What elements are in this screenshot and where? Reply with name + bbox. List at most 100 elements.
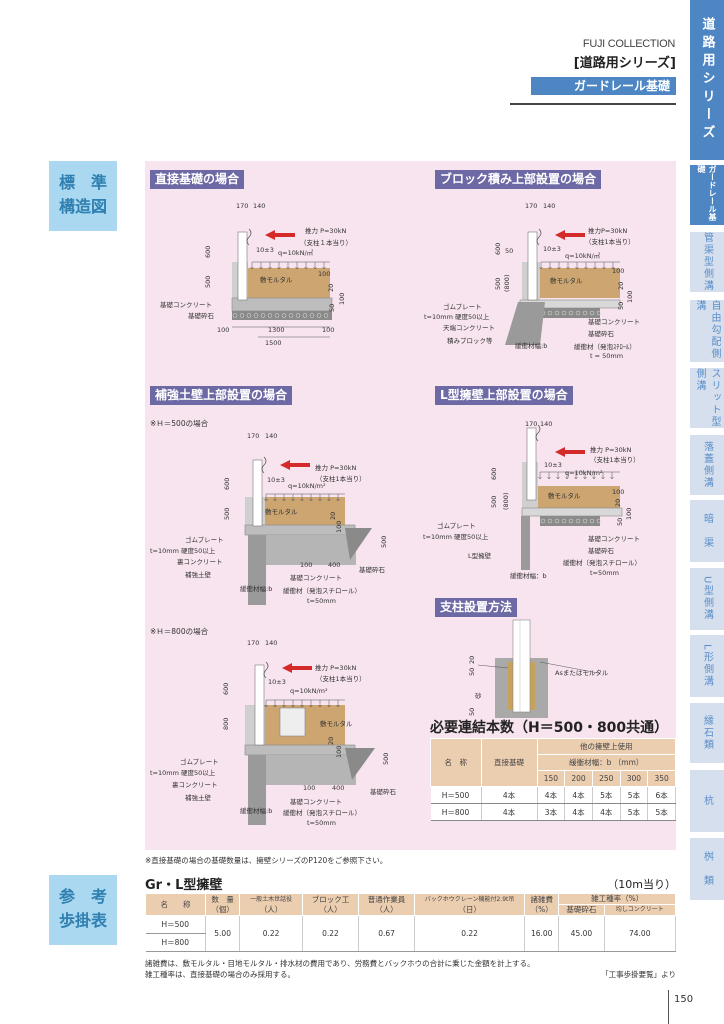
diagram-label: 50 xyxy=(468,668,476,676)
sidebar-tab[interactable]: U型側溝 xyxy=(690,568,724,630)
page-number: 150 xyxy=(674,994,694,1005)
diagram-label: （支柱1本当り） xyxy=(316,474,366,483)
gravel-stone xyxy=(589,310,595,316)
diagram-label: 500 xyxy=(494,278,502,290)
diagram-label: 敷モルタル xyxy=(548,491,581,500)
labor-unit: （10m当り） xyxy=(607,878,676,891)
diagram-label: 10±3 xyxy=(256,246,274,254)
sidebar-tab[interactable]: ガードレール基礎 xyxy=(690,165,724,225)
gravel-stone xyxy=(316,313,322,318)
diagram-label: L型擁壁 xyxy=(468,551,492,560)
diagram-label: t=50mm xyxy=(307,597,336,605)
diagram-label: 推力P=30kN xyxy=(588,226,627,235)
col-qty: 数 量 xyxy=(211,894,234,904)
sidebar-tab[interactable]: 杭 xyxy=(690,770,724,832)
sidebar-tab[interactable]: 自由勾配側溝 xyxy=(690,300,724,362)
leader-line xyxy=(539,661,599,674)
back-concrete xyxy=(266,535,356,565)
note-h800: ※Ｈ＝800の場合 xyxy=(150,627,209,636)
diagram-label: 100 xyxy=(335,746,343,758)
block-wall xyxy=(505,302,545,345)
diagram-label: 600 xyxy=(490,468,498,480)
col-crane: バックホウクレーン機能付2.9t吊 xyxy=(424,896,515,903)
diagram-label: 100 xyxy=(322,326,334,334)
guardrail-post xyxy=(254,664,265,746)
diagram-label: 10±3 xyxy=(267,476,285,484)
row-name: H＝800 xyxy=(145,933,206,952)
gravel-stone xyxy=(260,313,266,318)
diagram-label: 補強土壁 xyxy=(185,793,212,802)
section-block: ブロック積み上部設置の場合 xyxy=(435,170,602,189)
diagram-label: 緩衝材（発泡ｽﾁﾛｰﾙ） xyxy=(574,342,636,351)
gravel-stone xyxy=(568,518,574,524)
cell: 4本 xyxy=(481,803,538,821)
diagram-label: 基礎コンクリート xyxy=(290,797,342,806)
diagram-label: 推力 P=30kN xyxy=(315,463,356,472)
col-unit: （%） xyxy=(530,904,553,914)
load-arrow-icon xyxy=(264,700,268,708)
col-unit: （人） xyxy=(259,905,283,914)
diagram-label: 緩衝材（発泡スチロール） xyxy=(283,586,361,595)
col-name: 名 称 xyxy=(145,893,206,916)
diagram-label: 170 xyxy=(247,639,259,647)
sidebar-tab[interactable]: スリット型側溝 xyxy=(690,368,724,428)
diagram-label: 100 xyxy=(626,291,634,303)
sidebar-tab[interactable]: 管渠型側溝 xyxy=(690,232,724,292)
labor-note-1: 諸雑費は、敷モルタル・目地モルタル・排水材の費用であり、労務費とバックホウの合計… xyxy=(145,959,535,968)
diagram-label: 基礎コンクリート xyxy=(160,300,212,309)
diagram-label: t=10mm 硬度50以上 xyxy=(424,312,490,321)
section-lwall: L型擁壁上部設置の場合 xyxy=(435,386,573,405)
base-gravel xyxy=(345,748,375,780)
diagram-label: 100 xyxy=(612,488,624,496)
diagram-label: q=10kN/m² xyxy=(565,469,603,477)
gravel-stone xyxy=(253,313,259,318)
load-arrow-icon xyxy=(273,494,277,502)
cell: 0.22 xyxy=(302,915,360,952)
sidebar-tab[interactable]: 縁石類 xyxy=(690,703,724,763)
sidebar-tab[interactable]: 暗 渠 xyxy=(690,500,724,562)
gravel-stone xyxy=(295,313,301,318)
sidebar-tab[interactable]: 桝 類 xyxy=(690,838,724,900)
base-gravel xyxy=(540,308,600,318)
diagram-label: 20 xyxy=(327,284,335,292)
reference-labor-label: 参 考 歩掛表 xyxy=(49,875,117,945)
sidebar-tab[interactable]: L形側溝 xyxy=(690,635,724,697)
diagram-label: 170 xyxy=(525,420,537,428)
cell: 4本 xyxy=(564,803,593,821)
cell: 3本 xyxy=(537,803,566,821)
diagram-label: 500 xyxy=(382,753,390,765)
diagram-label: 敷モルタル xyxy=(260,275,293,284)
gravel-stone xyxy=(281,313,287,318)
sidebar-tab[interactable]: 道路用シリーズ xyxy=(690,0,724,160)
sidebar-tab[interactable]: 落蓋側溝 xyxy=(690,435,724,495)
col-gravel: 基礎砕石 xyxy=(558,904,605,916)
load-arrow-icon xyxy=(259,262,263,270)
load-arrow-icon xyxy=(538,472,542,480)
diagram-label: 140 xyxy=(540,420,552,428)
guardrail-post xyxy=(252,459,263,527)
diagram-label: 500 xyxy=(204,276,212,288)
diagram-label: 基礎砕石 xyxy=(188,311,215,320)
gravel-stone xyxy=(561,310,567,316)
diagram-label: 基礎コンクリート xyxy=(588,534,640,543)
diagram-label: 500 xyxy=(380,536,388,548)
brand-name: FUJI COLLECTION xyxy=(582,38,675,50)
diagram-label: 100 xyxy=(625,508,633,520)
cell: 5本 xyxy=(620,786,649,804)
gravel-stone xyxy=(554,310,560,316)
diagram-label: 100 xyxy=(217,326,229,334)
diagram-label: 基礎砕石 xyxy=(588,329,615,338)
cell: 5本 xyxy=(647,803,676,821)
load-arrow-icon xyxy=(557,262,561,270)
cell: 0.22 xyxy=(239,915,303,952)
guardrail-post xyxy=(237,231,248,301)
load-arrow-icon xyxy=(291,700,295,708)
col-width: 緩衝材幅：b （mm） xyxy=(536,754,677,771)
force-arrow-icon xyxy=(555,447,585,457)
diagram-label: 600 xyxy=(222,683,230,695)
cell: 0.67 xyxy=(358,915,416,952)
diagram-label: （支柱1本当り） xyxy=(590,455,640,464)
load-arrow-icon xyxy=(601,472,605,480)
